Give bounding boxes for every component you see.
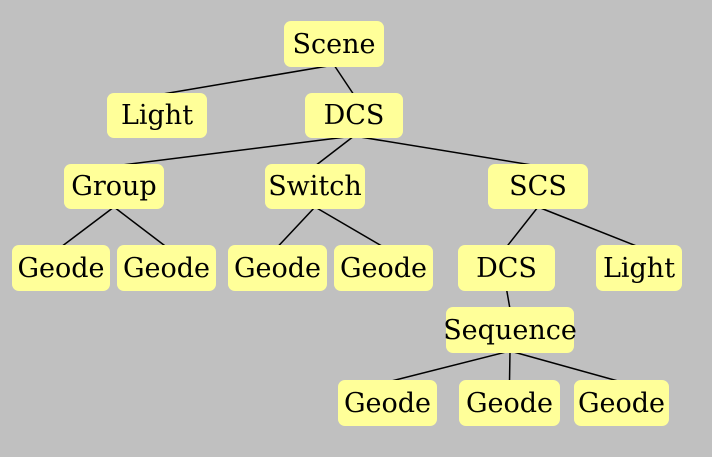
node-switch: Switch: [265, 164, 365, 209]
edge-scs-light_child: [537, 206, 640, 248]
node-scs: SCS: [488, 164, 588, 209]
edge-dcs_top-switch: [314, 135, 355, 167]
edge-switch-geode_4: [314, 206, 384, 248]
node-light: Light: [596, 245, 682, 291]
node-group: Group: [64, 164, 164, 209]
node-geode: Geode: [338, 380, 437, 426]
node-light: Light: [107, 93, 207, 138]
edge-sequence-geode_5: [387, 350, 511, 383]
edge-scene-light_top: [156, 64, 335, 96]
node-sequence: Sequence: [443, 307, 577, 353]
edge-scene-dcs_top: [333, 64, 355, 96]
node-geode: Geode: [459, 380, 560, 426]
edge-scs-dcs_child: [505, 206, 539, 248]
edge-dcs_child-sequence: [505, 288, 511, 310]
edge-dcs_top-scs: [353, 135, 539, 167]
node-dcs: DCS: [305, 93, 403, 138]
edge-sequence-geode_6: [508, 350, 511, 383]
edge-group-geode_2: [113, 206, 167, 248]
node-geode: Geode: [574, 380, 669, 426]
node-geode: Geode: [334, 245, 433, 291]
edge-group-geode_1: [60, 206, 115, 248]
node-geode: Geode: [117, 245, 216, 291]
node-dcs: DCS: [458, 245, 555, 291]
node-geode: Geode: [12, 245, 110, 291]
node-geode: Geode: [228, 245, 327, 291]
node-scene: Scene: [284, 21, 384, 67]
edge-switch-geode_3: [276, 206, 316, 248]
edge-sequence-geode_7: [509, 350, 622, 383]
edge-dcs_top-group: [113, 135, 355, 167]
